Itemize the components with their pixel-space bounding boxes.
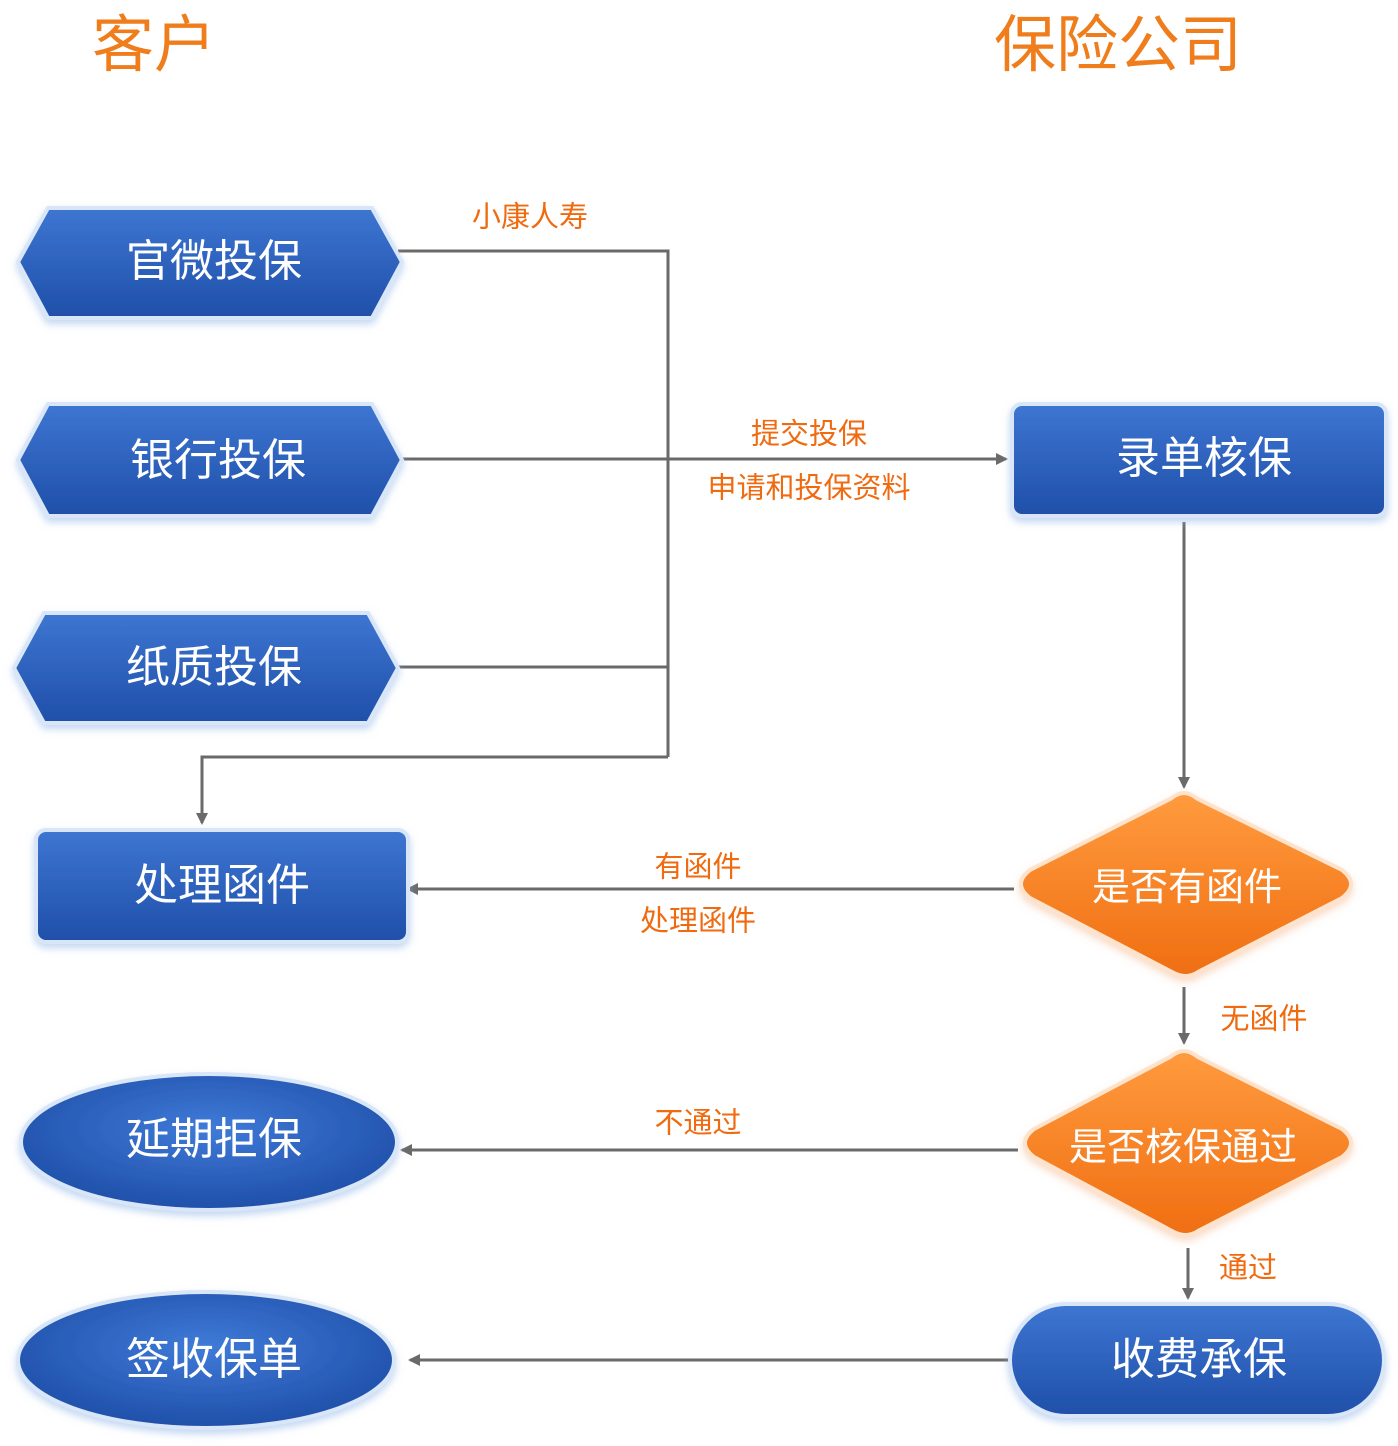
node-bank-label: 银行投保 bbox=[130, 435, 306, 486]
node-has-letter-shape[interactable] bbox=[1019, 790, 1353, 978]
node-defer-label: 延期拒保 bbox=[126, 1114, 302, 1165]
edge-label-not-pass: 不通过 bbox=[654, 1105, 742, 1140]
node-review-label: 录单核保 bbox=[1116, 433, 1292, 484]
node-has-letter-label: 是否有函件 bbox=[1091, 865, 1283, 909]
node-paper-label: 纸质投保 bbox=[126, 642, 302, 693]
edge-label-pass: 通过 bbox=[1218, 1250, 1278, 1285]
lane-title-insurer: 保险公司 bbox=[994, 8, 1243, 81]
edge-label-submit-2: 申请和投保资料 bbox=[707, 470, 911, 505]
node-review-shape[interactable] bbox=[1010, 402, 1388, 518]
node-sign-shape[interactable] bbox=[16, 1290, 396, 1430]
node-letter-shape[interactable] bbox=[34, 828, 410, 944]
node-pass-check-label: 是否核保通过 bbox=[1068, 1125, 1298, 1169]
edge-bus-to-letter bbox=[196, 755, 668, 825]
node-bank-shape[interactable] bbox=[15, 402, 405, 518]
edge-label-xiaokang: 小康人寿 bbox=[471, 199, 589, 234]
node-sign-label: 签收保单 bbox=[126, 1334, 302, 1385]
lane-title-customer: 客户 bbox=[92, 8, 217, 81]
edge-weixin-to-bus bbox=[398, 249, 670, 757]
connectors bbox=[196, 249, 1194, 1366]
node-charge-label: 收费承保 bbox=[1111, 1334, 1287, 1385]
node-pass-check-shape[interactable] bbox=[1023, 1048, 1353, 1237]
node-weixin-label: 官微投保 bbox=[126, 236, 302, 287]
edge-label-submit-1: 提交投保 bbox=[750, 416, 868, 451]
node-defer-shape[interactable] bbox=[19, 1072, 399, 1212]
node-paper-shape[interactable] bbox=[11, 611, 401, 725]
edge-label-no-letter: 无函件 bbox=[1220, 1001, 1308, 1036]
node-charge-shape[interactable] bbox=[1008, 1302, 1386, 1418]
edge-label-has-letter-2: 处理函件 bbox=[639, 903, 757, 938]
edge-label-has-letter-1: 有函件 bbox=[654, 849, 742, 884]
node-weixin-shape[interactable] bbox=[15, 206, 405, 320]
node-letter-label: 处理函件 bbox=[134, 860, 310, 911]
